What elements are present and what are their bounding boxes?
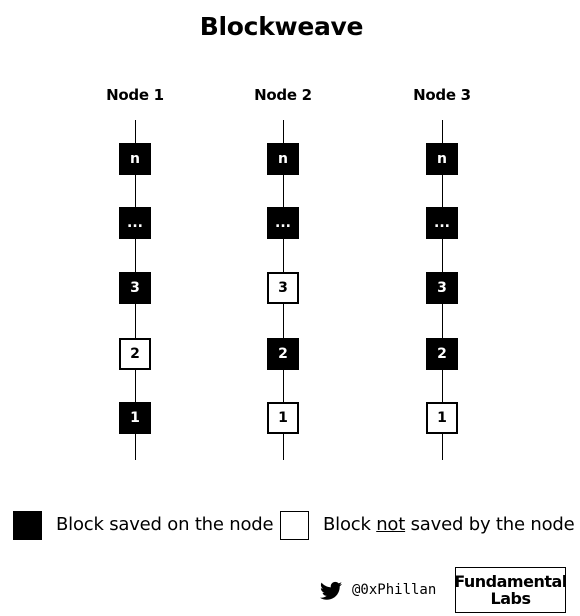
block-node3-4: 2 xyxy=(426,338,458,370)
block-node3-1: n xyxy=(426,143,458,175)
legend-not-saved-label: Block not saved by the node xyxy=(323,514,575,535)
block-node2-3: 3 xyxy=(267,272,299,304)
block-node3-2: ... xyxy=(426,207,458,239)
node-label-1: Node 1 xyxy=(106,86,164,104)
block-node2-5: 1 xyxy=(267,402,299,434)
fundamental-labs-logo: Fundamental Labs xyxy=(454,567,567,613)
block-node2-4: 2 xyxy=(267,338,299,370)
block-node2-1: n xyxy=(267,143,299,175)
block-node1-4: 2 xyxy=(119,338,151,370)
legend-saved-swatch xyxy=(13,511,42,540)
block-node1-3: 3 xyxy=(119,272,151,304)
legend-not-emphasis: not xyxy=(376,514,406,535)
node-label-3: Node 3 xyxy=(413,86,471,104)
block-node2-2: ... xyxy=(267,207,299,239)
diagram-title: Blockweave xyxy=(199,12,364,41)
twitter-icon xyxy=(320,581,342,600)
block-node1-5: 1 xyxy=(119,402,151,434)
twitter-handle: @0xPhillan xyxy=(352,582,437,598)
block-node1-1: n xyxy=(119,143,151,175)
legend-saved-label: Block saved on the node xyxy=(56,514,274,535)
block-node1-2: ... xyxy=(119,207,151,239)
block-node3-5: 1 xyxy=(426,402,458,434)
block-node3-3: 3 xyxy=(426,272,458,304)
node-label-2: Node 2 xyxy=(254,86,312,104)
legend-not-saved-swatch xyxy=(280,511,309,540)
